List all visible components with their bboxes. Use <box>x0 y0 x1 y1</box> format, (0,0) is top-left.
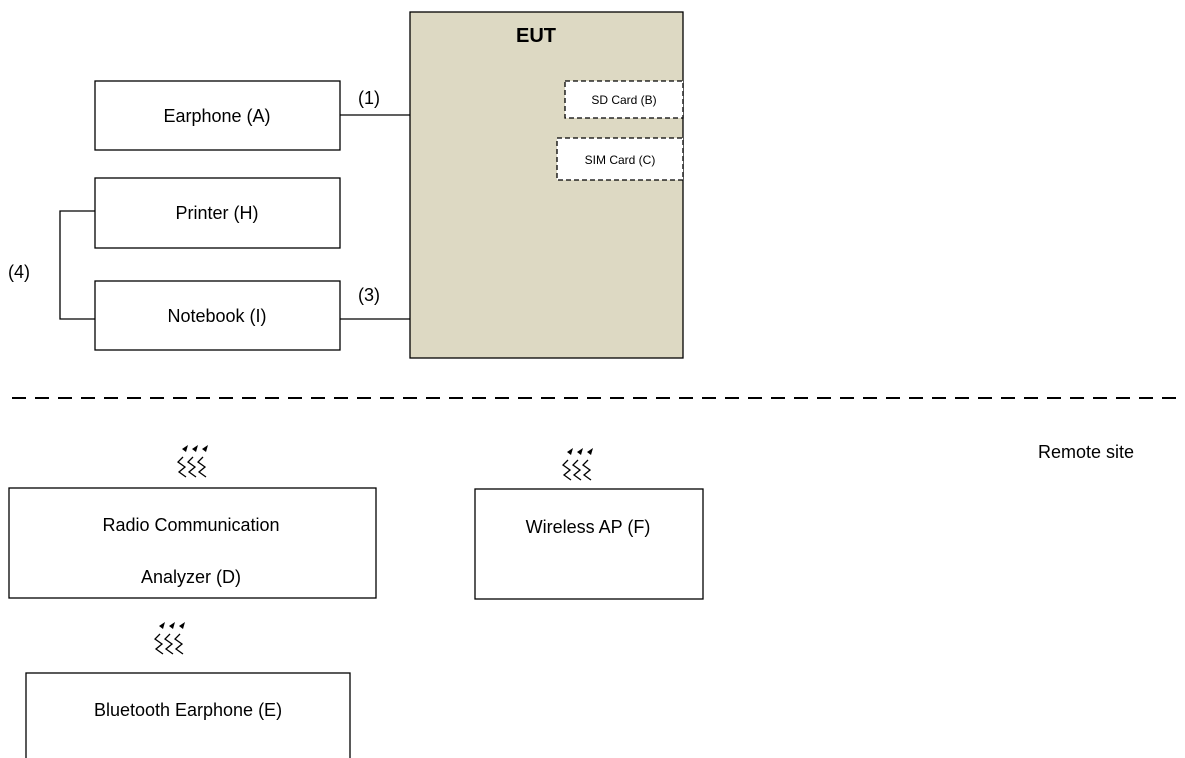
eut-title: EUT <box>516 25 556 47</box>
wireless-ap-box <box>474 488 704 600</box>
wireless-signal-icon <box>562 447 594 481</box>
notebook-label: Notebook (I) <box>167 306 266 326</box>
remote-site-label: Remote site <box>1038 442 1134 462</box>
radio-analyzer-label-line1: Radio Communication <box>102 515 279 535</box>
wireless-ap-label: Wireless AP (F) <box>526 517 651 537</box>
cable-1-label: (1) <box>358 88 380 108</box>
radio-analyzer-box <box>8 487 377 599</box>
sim-card-box <box>556 137 684 181</box>
bt-earphone-box <box>25 672 351 758</box>
bt-earphone-label: Bluetooth Earphone (E) <box>94 700 282 720</box>
cable-4-label: (4) <box>8 262 30 282</box>
wireless-signal-icon <box>177 444 209 478</box>
earphone-label: Earphone (A) <box>163 106 270 126</box>
printer-box <box>94 177 341 249</box>
printer-label: Printer (H) <box>175 203 258 223</box>
notebook-box <box>94 280 341 351</box>
cable-4-line <box>59 210 95 320</box>
sim-card-label: SIM Card (C) <box>585 153 656 167</box>
sd-card-label: SD Card (B) <box>591 93 656 107</box>
cable-3-label: (3) <box>358 285 380 305</box>
wireless-signal-icon <box>154 621 186 655</box>
radio-analyzer-label-line2: Analyzer (D) <box>141 567 241 587</box>
eut-box <box>409 11 684 359</box>
sd-card-box <box>564 80 684 119</box>
